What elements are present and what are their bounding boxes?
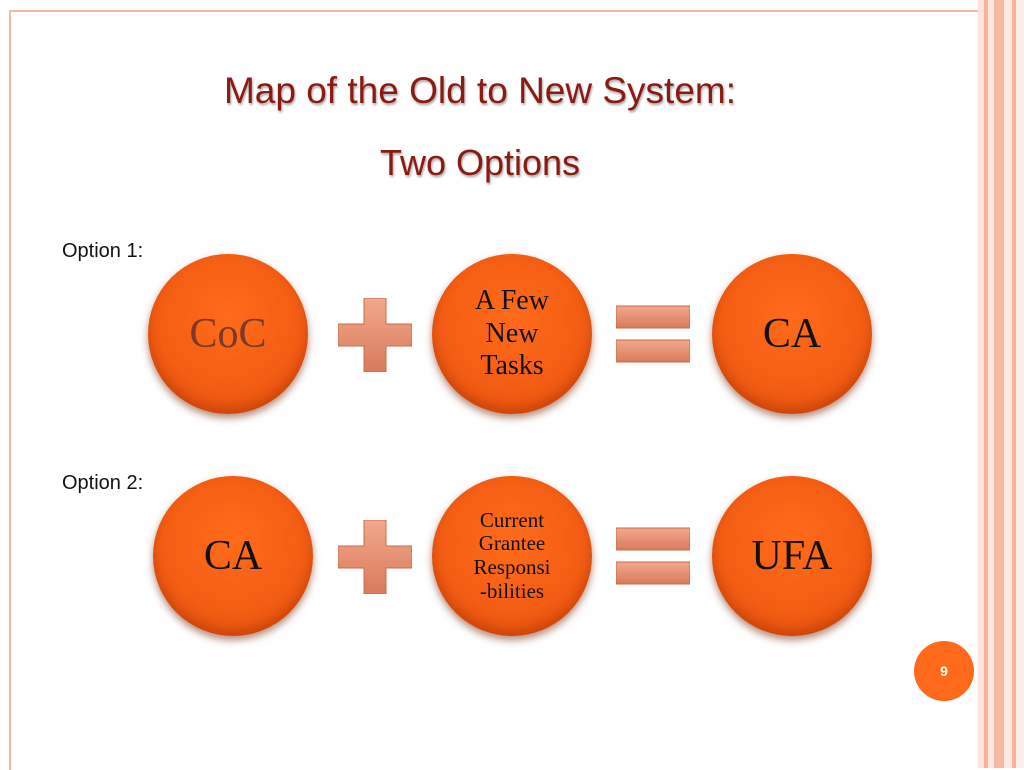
slide-border bbox=[9, 10, 1009, 770]
decor-stripe bbox=[978, 0, 984, 768]
option-2-result-circle: UFA bbox=[712, 476, 872, 636]
option-1-middle-circle: A Few New Tasks bbox=[432, 254, 592, 414]
decor-stripe bbox=[984, 0, 988, 768]
decor-stripe bbox=[1004, 0, 1012, 768]
circle-label: CoC bbox=[189, 311, 267, 357]
equals-icon bbox=[616, 527, 690, 585]
plus-icon bbox=[338, 520, 412, 594]
circle-label-line: -bilities bbox=[479, 578, 545, 603]
decor-stripe bbox=[1016, 0, 1024, 768]
slide-subtitle: Two Options bbox=[379, 142, 581, 183]
option-2-label: Option 2: bbox=[62, 472, 144, 494]
circle-label-line: Tasks bbox=[480, 350, 544, 382]
option-2-middle-circle: Current Grantee Responsi -bilities bbox=[432, 476, 592, 636]
decor-stripe bbox=[994, 0, 1004, 768]
circle-label: CA bbox=[762, 311, 822, 357]
circle-label: UFA bbox=[751, 533, 833, 579]
option-1-label: Option 1: bbox=[62, 240, 144, 262]
option-1-result-circle: CA bbox=[712, 254, 872, 414]
circle-label-line: Responsi bbox=[473, 555, 551, 579]
circle-label: CA bbox=[203, 533, 263, 579]
plus-icon bbox=[338, 298, 412, 372]
circle-label-line: Current bbox=[479, 507, 545, 532]
page-number-badge: 9 bbox=[914, 641, 974, 701]
decor-stripe bbox=[1012, 0, 1016, 768]
decor-stripe bbox=[988, 0, 994, 768]
circle-label-line: A Few bbox=[475, 284, 549, 316]
circle-label-line: New bbox=[485, 317, 539, 349]
slide-title: Map of the Old to New System: bbox=[223, 70, 737, 111]
circle-label-line: Grantee bbox=[478, 531, 546, 556]
option-2-left-circle: CA bbox=[153, 476, 313, 636]
option-1-left-circle: CoC bbox=[148, 254, 308, 414]
equals-icon bbox=[616, 305, 690, 363]
